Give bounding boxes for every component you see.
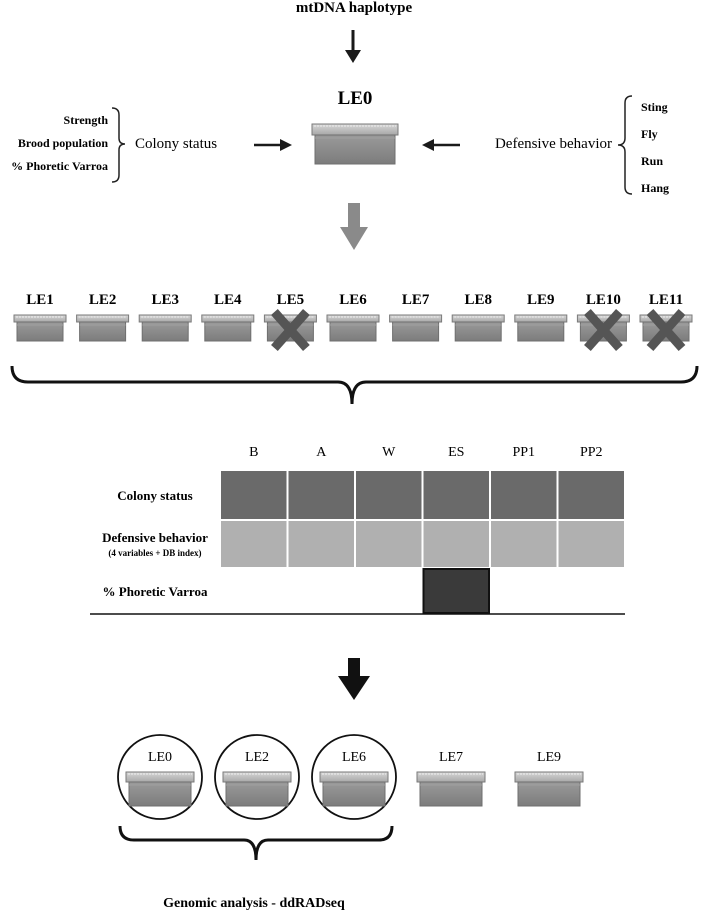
final-hive-le6 [319, 771, 389, 807]
arrow-from-defensive-behavior [422, 139, 460, 151]
hive-label-le2: LE2 [89, 292, 117, 308]
defensive-item-fly: Fly [641, 127, 658, 141]
table-column-header: ES [448, 445, 464, 460]
table-cell [221, 521, 287, 567]
final-hive-label-le6: LE6 [342, 750, 366, 765]
table-cell [423, 521, 489, 567]
hive-le6 [326, 314, 380, 342]
excluded-cross-icon [271, 309, 310, 351]
table-cell [422, 568, 490, 614]
defensive-item-run: Run [641, 154, 663, 168]
defensive-behavior-brace [617, 95, 633, 195]
defensive-item-sting: Sting [641, 100, 668, 114]
excluded-cross-icon [584, 309, 623, 351]
hive-le2 [76, 314, 130, 342]
genomic-analysis-label: Genomic analysis - ddRADseq [163, 896, 345, 911]
hive-label-le6: LE6 [339, 292, 367, 308]
offspring-hive-row: LE1 LE2 LE3 LE4 LE5 LE6 LE7 LE8 LE9 LE10 LE11 [13, 292, 693, 351]
table-cell [221, 471, 287, 519]
hive-label-le8: LE8 [464, 292, 492, 308]
root-hive-label: LE0 [338, 88, 373, 109]
table-column-header: PP1 [512, 445, 535, 460]
colony-status-criteria: Strength Brood population % Phoretic Var… [11, 107, 217, 183]
hive-label-le4: LE4 [214, 292, 242, 308]
table-cell [491, 471, 557, 519]
table-cell [356, 521, 422, 567]
table-row-sublabel: (4 variables + DB index) [108, 548, 201, 558]
table-cell [423, 471, 489, 519]
final-hive-label-le9: LE9 [537, 750, 561, 765]
table-cell [558, 471, 624, 519]
excluded-cross-icon [646, 309, 686, 351]
table-cell [288, 471, 354, 519]
hive-label-le3: LE3 [151, 292, 179, 308]
arrow-to-root-hive [345, 30, 361, 63]
table-cell [288, 521, 354, 567]
hive-label-le5: LE5 [277, 292, 305, 308]
hive-label-le11: LE11 [649, 292, 683, 308]
root-hive-box [311, 123, 399, 165]
hive-le9 [514, 314, 568, 342]
table-column-header: B [249, 445, 258, 460]
table-row-label: Colony status [117, 488, 193, 503]
hive-label-le1: LE1 [26, 292, 54, 308]
defensive-behavior-title: Defensive behavior [495, 136, 612, 152]
table-cell [558, 521, 624, 567]
final-hive-le2 [222, 771, 292, 807]
table-cell [356, 471, 422, 519]
selected-circle [117, 734, 203, 820]
selected-hive-row: LE0 LE2 LE6 LE7 LE9 [117, 734, 584, 820]
colony-status-brace [111, 107, 126, 183]
hive-le1 [13, 314, 67, 342]
hive-le8 [451, 314, 505, 342]
defensive-behavior-criteria: Defensive behavior Sting Fly Run Hang [495, 95, 669, 195]
table-column-header: A [316, 445, 327, 460]
hive-le3 [138, 314, 192, 342]
mtdna-haplotype-label: mtDNA haplotype [296, 0, 413, 16]
arrow-from-colony-status [254, 139, 292, 151]
table-row-label: % Phoretic Varroa [103, 584, 208, 599]
final-hive-le9 [514, 771, 584, 807]
table-column-header: W [382, 445, 396, 460]
table-cell [491, 521, 557, 567]
hive-le7 [389, 314, 443, 342]
offspring-brace [10, 365, 699, 405]
final-hive-label-le2: LE2 [245, 750, 269, 765]
arrow-to-offspring-hives [340, 203, 368, 250]
colony-status-item-varroa: % Phoretic Varroa [11, 159, 108, 173]
root-hive [311, 123, 399, 165]
genomic-brace [118, 825, 394, 861]
table-row-label: Defensive behavior [102, 530, 208, 545]
hive-label-le9: LE9 [527, 292, 555, 308]
colony-status-title: Colony status [135, 136, 217, 152]
colony-status-item-brood: Brood population [18, 136, 108, 150]
hive-label-le10: LE10 [586, 292, 621, 308]
selected-circle [214, 734, 300, 820]
table-column-header: PP2 [580, 445, 603, 460]
defensive-item-hang: Hang [641, 181, 669, 195]
final-hive-le0 [125, 771, 195, 807]
final-hive-label-le7: LE7 [439, 750, 463, 765]
final-hive-label-le0: LE0 [148, 750, 172, 765]
selected-circle [311, 734, 397, 820]
hive-le4 [201, 314, 255, 342]
arrow-to-selected-hives [338, 658, 370, 700]
hive-label-le7: LE7 [402, 292, 430, 308]
colony-status-item-strength: Strength [64, 113, 109, 127]
final-hive-le7 [416, 771, 486, 807]
